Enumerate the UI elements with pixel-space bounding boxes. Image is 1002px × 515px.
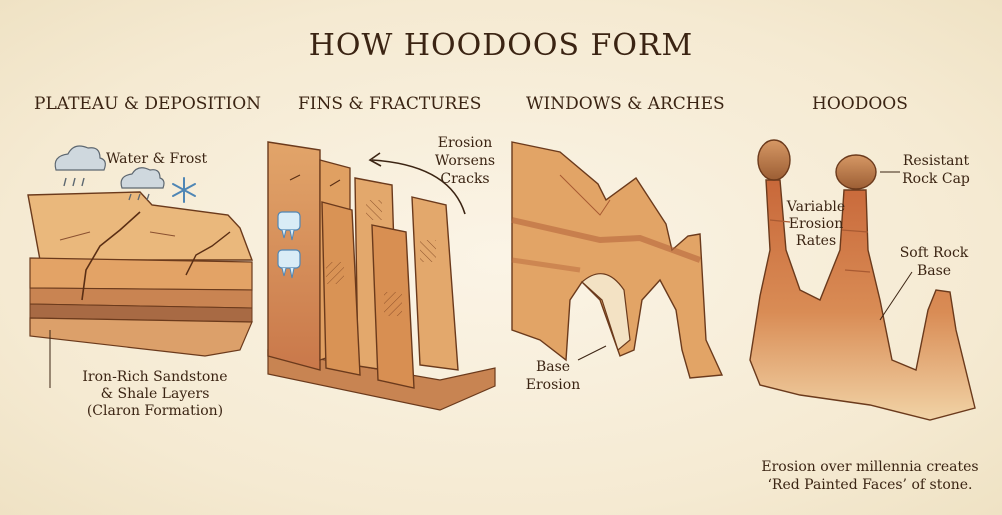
label-variable-line2: Erosion	[788, 216, 844, 232]
snowflake-icon	[172, 177, 196, 203]
label-variable-line1: Variable	[786, 199, 846, 215]
panel-heading-fins: FINS & FRACTURES	[298, 94, 482, 114]
hoodoo-cap-left	[757, 139, 791, 181]
label-soft-line2: Base	[916, 263, 952, 279]
hoodoo-group	[749, 139, 976, 421]
label-erosion-line3: Cracks	[440, 171, 490, 187]
soft-base-leader	[879, 271, 913, 321]
label-erosion-line1: Erosion	[437, 135, 493, 151]
label-water-frost: Water & Frost	[106, 151, 208, 167]
label-cap-line2: Rock Cap	[902, 171, 970, 187]
diagram-title: HOW HOODOOS FORM	[308, 28, 694, 63]
panel-heading-windows: WINDOWS & ARCHES	[526, 94, 725, 114]
fins-block	[267, 141, 496, 411]
label-base-line2: Erosion	[525, 377, 581, 393]
erosion-arrow	[368, 152, 466, 215]
label-layers-line3: (Claron Formation)	[86, 403, 224, 419]
rain-cloud-icon	[54, 145, 106, 187]
rain-cloud-icon	[120, 167, 165, 201]
footer-line1: Erosion over millennia creates	[761, 459, 979, 475]
footer-line2: ‘Red Painted Faces’ of stone.	[767, 477, 973, 493]
panel-heading-plateau: PLATEAU & DEPOSITION	[34, 94, 262, 114]
arch-formation	[511, 141, 724, 379]
hoodoo-cap-right	[835, 154, 877, 190]
label-layers-line1: Iron-Rich Sandstone	[82, 369, 228, 385]
label-base-line1: Base	[535, 359, 571, 375]
base-erosion-leader	[577, 345, 607, 361]
icicle-icon	[277, 211, 301, 241]
icicle-icon	[277, 249, 301, 279]
plateau-block	[27, 191, 254, 357]
label-variable-line3: Rates	[795, 233, 837, 249]
panel-heading-hoodoos: HOODOOS	[812, 94, 908, 114]
label-layers-line2: & Shale Layers	[100, 386, 210, 402]
label-erosion-line2: Worsens	[434, 153, 496, 169]
label-cap-line1: Resistant	[902, 153, 970, 169]
label-soft-line1: Soft Rock	[899, 245, 969, 261]
